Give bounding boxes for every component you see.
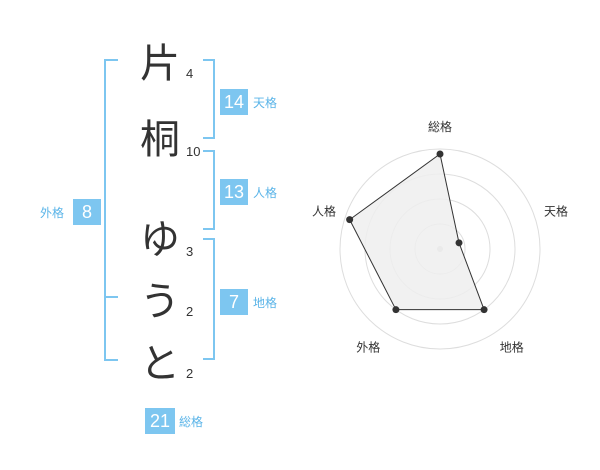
radar-point [436,150,444,158]
tenkaku-value-badge: 14 [220,89,248,115]
chikaku-label: 地格 [253,296,278,310]
radar-points [346,150,488,314]
soukaku-value-badge: 21 [145,408,175,434]
tenkaku-label: 天格 [253,96,278,110]
radar-axis-label: 地格 [500,340,524,355]
soukaku-label: 総格 [179,415,204,429]
radar-point [455,239,463,247]
stroke-count-4: 2 [186,304,194,319]
name-char-2: 桐 [140,117,180,163]
radar-axis-label: 人格 [312,203,336,218]
radar-point [480,306,488,314]
stroke-count-1: 4 [186,66,194,81]
chikaku-value-badge: 7 [220,289,248,315]
name-char-3: ゆ [140,217,180,263]
stroke-count-5: 2 [186,366,194,381]
radar-point [346,216,354,224]
radar-polygon [349,153,485,311]
jinkaku-label: 人格 [253,186,278,200]
radar-area [349,153,485,311]
stroke-count-3: 3 [186,244,194,259]
name-char-1: 片 [140,41,180,87]
name-char-5: と [140,341,180,387]
gaikaku-label: 外格 [40,206,65,220]
jinkaku-value-badge: 13 [220,179,248,205]
name-char-4: う [140,279,180,325]
radar-ring [339,148,541,350]
radar-axis-label: 外格 [356,340,380,355]
radar-axis-label: 総格 [428,119,452,134]
radar-axis-label: 天格 [544,203,568,218]
gaikaku-value-badge: 8 [73,199,101,225]
radar-point [392,306,400,314]
stroke-count-2: 10 [186,144,201,159]
